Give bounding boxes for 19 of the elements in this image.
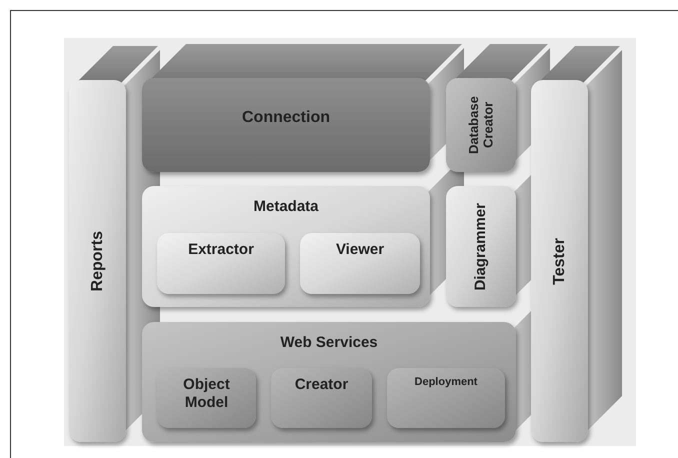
block-label: Extractor	[188, 241, 254, 259]
block-label: Creator	[294, 376, 348, 394]
database-creator-block	[446, 78, 516, 172]
extractor-block	[157, 233, 285, 294]
viewer-block	[300, 233, 420, 294]
block-label: Diagrammer	[472, 202, 490, 290]
block-label: Deployment	[414, 376, 478, 390]
block-label: Tester	[550, 238, 568, 284]
block-label: Metadata	[253, 197, 319, 217]
block-label: Connection	[242, 108, 330, 128]
block-label: Viewer	[336, 241, 384, 259]
block-label: Reports	[88, 230, 106, 292]
block-label: Web Services	[280, 333, 378, 353]
deployment-block	[387, 368, 505, 428]
block-label: Database Creator	[466, 95, 496, 156]
block-label: Object Model	[182, 376, 231, 412]
diagrammer-block	[446, 186, 516, 307]
creator-block	[271, 368, 372, 428]
object-model-block	[157, 368, 256, 428]
